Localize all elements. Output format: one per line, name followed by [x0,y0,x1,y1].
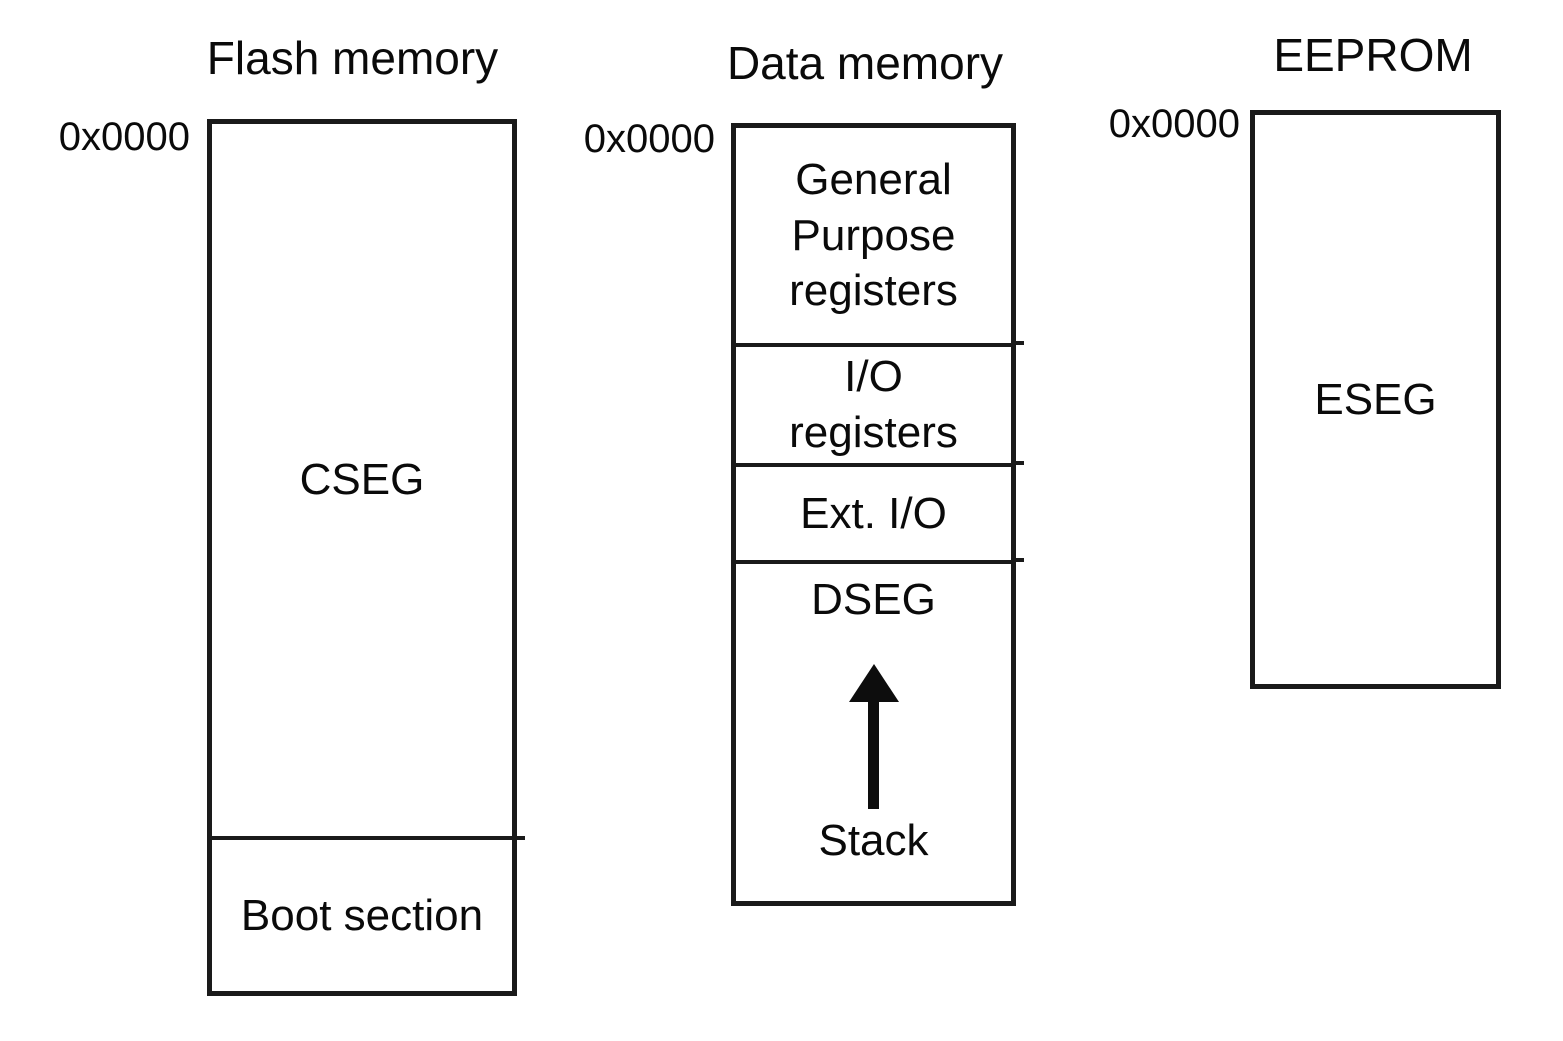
eeprom-title: EEPROM [1273,29,1473,81]
flash-memory-box: CSEG Boot section [207,119,517,996]
eeprom-box: ESEG [1250,110,1501,689]
eeprom-address-label: 0x0000 [1108,102,1240,146]
stack-label: Stack [818,815,929,865]
eseg-section: ESEG [1255,115,1496,684]
general-purpose-registers-section: General Purpose registers [736,128,1011,343]
data-memory-title: Data memory [726,37,1004,89]
arrow-shaft [868,701,879,809]
data-memory-box: General Purpose registers I/O registers … [731,123,1016,906]
divider-tick [1015,341,1024,345]
cseg-label: CSEG [299,455,425,505]
io-registers-label: I/O registers [789,352,958,457]
ext-io-label: Ext. I/O [800,488,947,538]
divider-tick [1015,461,1024,465]
ext-io-section: Ext. I/O [736,463,1011,560]
general-purpose-registers-label: General Purpose registers [789,154,958,316]
boot-section: Boot section [212,836,512,991]
dseg-section: DSEG Stack [736,560,1011,901]
dseg-label: DSEG [811,575,936,624]
boot-section-label: Boot section [240,890,484,940]
divider-tick [516,836,525,840]
data-address-label: 0x0000 [583,117,715,161]
eseg-label: ESEG [1314,374,1437,424]
arrow-up-icon [848,663,899,809]
flash-memory-title: Flash memory [206,32,499,84]
io-registers-section: I/O registers [736,343,1011,463]
divider-tick [1015,558,1024,562]
flash-address-label: 0x0000 [58,115,190,159]
arrow-head [848,663,899,702]
cseg-section: CSEG [212,124,512,836]
